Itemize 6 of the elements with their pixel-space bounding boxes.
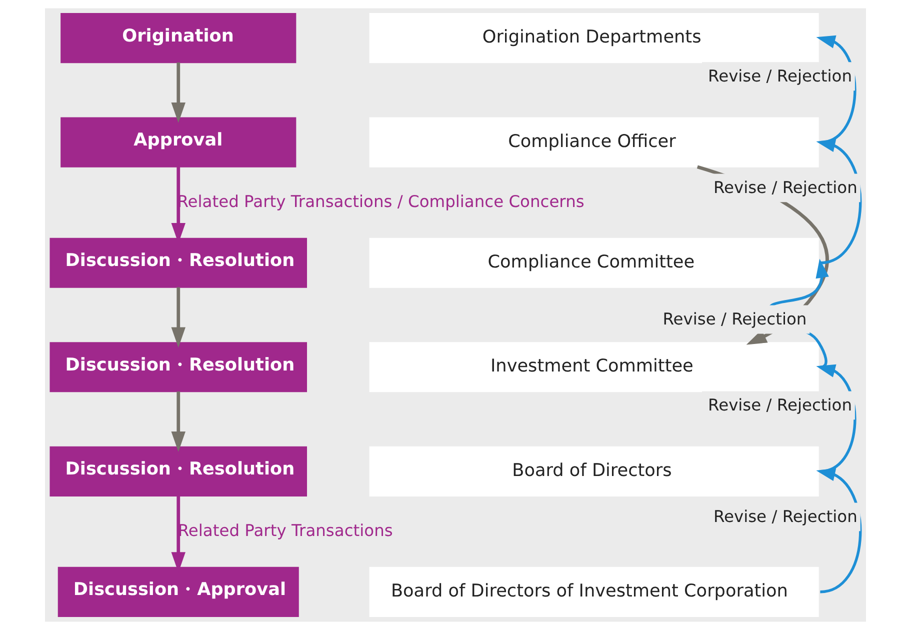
edge-label: Revise / Rejection [708, 395, 852, 414]
edge-label: Revise / Rejection [708, 66, 852, 86]
edge-label: Revise / Rejection [662, 309, 807, 328]
edge-label: Revise / Rejection [713, 506, 858, 526]
edge-label: Revise / Rejection [713, 178, 858, 197]
edge-label: Related Party Transactions [178, 520, 393, 540]
